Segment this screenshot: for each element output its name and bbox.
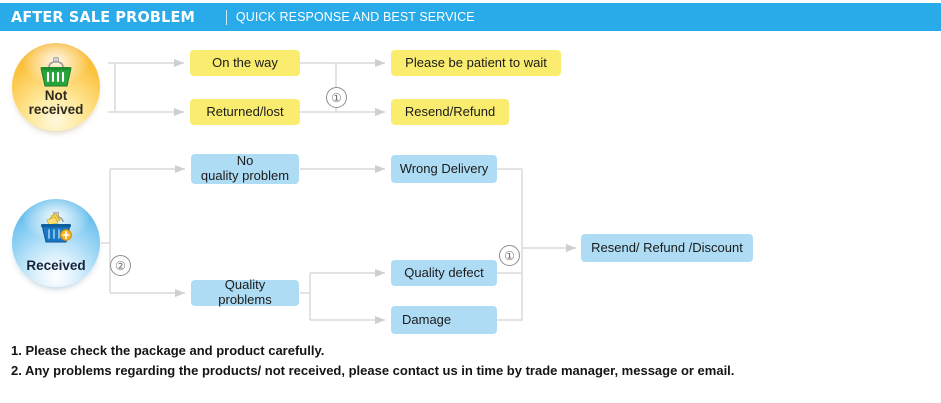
node-label-line1: No: [236, 153, 254, 169]
node-no-quality-problem[interactable]: No quality problem: [191, 154, 299, 184]
step-marker-one-top: ①: [326, 87, 347, 108]
node-on-the-way[interactable]: On the way: [190, 50, 300, 76]
node-returned-lost[interactable]: Returned/lost: [190, 99, 300, 125]
top-edge-strip: [0, 0, 941, 3]
status-badge-received: Received: [12, 199, 100, 287]
footer-notes: 1. Please check the package and product …: [11, 341, 931, 381]
node-damage[interactable]: Damage: [391, 306, 497, 334]
node-label: No quality problem: [201, 154, 289, 183]
shopping-basket-filled-icon: [34, 211, 78, 247]
node-resend-refund[interactable]: Resend/Refund: [391, 99, 509, 125]
badge-label-line1: Not: [44, 88, 68, 104]
page-title: AFTER SALE PROBLEM: [11, 8, 196, 26]
header-bar: AFTER SALE PROBLEM QUICK RESPONSE AND BE…: [0, 3, 941, 31]
node-quality-defect[interactable]: Quality defect: [391, 260, 497, 286]
node-resend-refund-discount[interactable]: Resend/ Refund /Discount: [581, 234, 753, 262]
header-divider: [225, 9, 227, 25]
node-please-be-patient-to-wait[interactable]: Please be patient to wait: [391, 50, 561, 76]
step-marker-two-left: ②: [110, 255, 131, 276]
node-wrong-delivery[interactable]: Wrong Delivery: [391, 155, 497, 183]
status-badge-label: Received: [26, 258, 86, 274]
shopping-basket-icon: [34, 55, 78, 91]
node-label-line2: quality problem: [200, 168, 290, 183]
footer-note-1: 1. Please check the package and product …: [11, 343, 325, 358]
node-quality-problems[interactable]: Quality problems: [191, 278, 299, 307]
flow-connectors: [101, 58, 576, 325]
header-subtitle: QUICK RESPONSE AND BEST SERVICE: [235, 10, 475, 24]
badge-label-line2: received: [28, 102, 84, 118]
footer-note-2: 2. Any problems regarding the products/ …: [11, 363, 735, 379]
step-marker-one-right: ①: [499, 245, 520, 266]
